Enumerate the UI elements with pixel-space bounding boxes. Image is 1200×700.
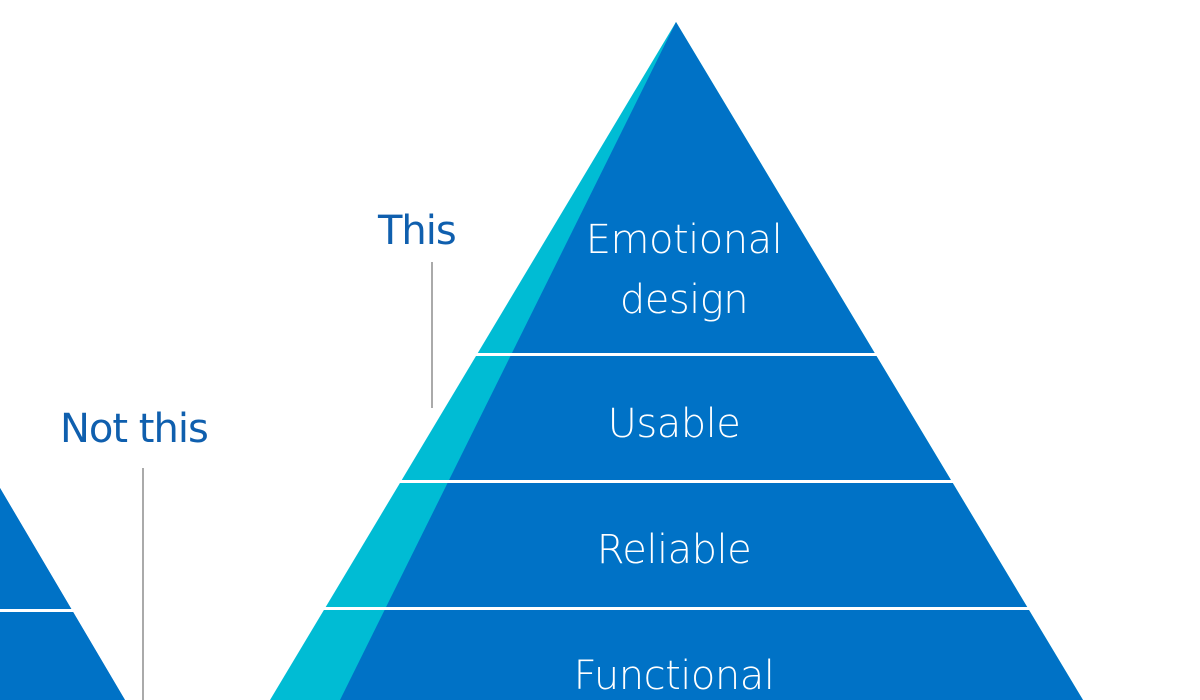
level-divider (470, 353, 880, 356)
not-this-annotation: Not this (60, 406, 209, 452)
level-label: design (619, 277, 749, 323)
level-functional: Functional (573, 653, 775, 699)
level-divider (395, 480, 955, 483)
level-emotional-design: Emotional design (534, 210, 834, 330)
small-pyramid-body (0, 488, 125, 700)
this-annotation: This (378, 208, 457, 254)
this-leader-line (431, 262, 433, 408)
level-usable: Usable (607, 401, 741, 447)
level-label: Emotional (585, 217, 783, 263)
level-reliable: Reliable (596, 527, 752, 573)
level-divider (320, 607, 1030, 610)
small-pyramid-divider (0, 609, 74, 612)
big-pyramid (340, 22, 1083, 700)
not-this-leader-line (142, 468, 144, 700)
